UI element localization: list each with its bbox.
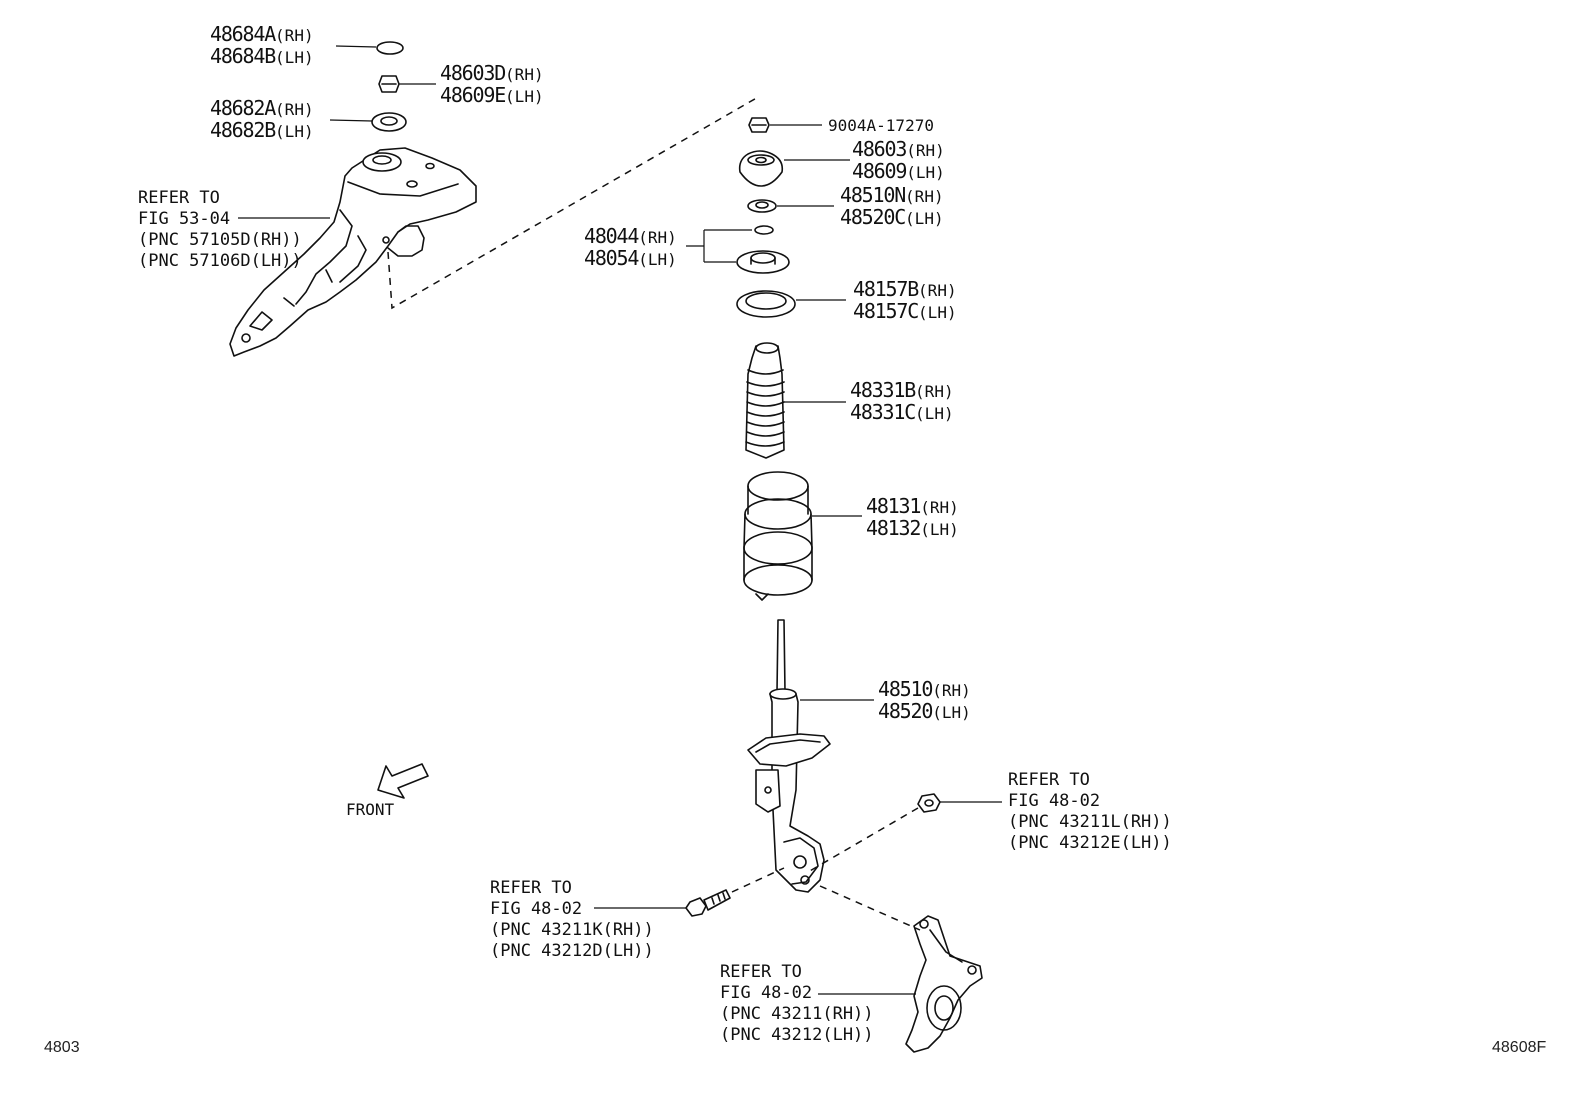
shock-absorber-48510[interactable]: [747, 619, 831, 893]
label-48510n: 48510N(RH)48520C(LH): [840, 183, 944, 229]
label-48044: 48044(RH)48054(LH): [584, 224, 677, 270]
label-48131: 48131(RH)48132(LH): [866, 494, 959, 540]
label-48331: 48331B(RH)48331C(LH): [850, 378, 954, 424]
nut-48603d[interactable]: [378, 75, 400, 93]
nut-9004a[interactable]: [748, 117, 770, 133]
label-48510: 48510(RH)48520(LH): [878, 677, 971, 723]
insulator-48157[interactable]: [736, 290, 796, 318]
seat-48044[interactable]: [736, 250, 790, 274]
illustration-id: 48608F: [1492, 1039, 1547, 1056]
label-48603d: 48603D(RH)48609E(LH): [440, 61, 544, 107]
front-label: FRONT: [346, 800, 395, 819]
front-arrow-icon: [377, 763, 429, 799]
body-apron-57105d[interactable]: [229, 147, 477, 357]
mount-48603[interactable]: [738, 150, 784, 187]
bolt-43211k[interactable]: [685, 889, 731, 917]
bearing-48044-small[interactable]: [754, 225, 774, 235]
label-48157: 48157B(RH)48157C(LH): [853, 277, 957, 323]
figure-number: 4803: [44, 1039, 80, 1056]
bearing-48682[interactable]: [371, 112, 407, 132]
coil-spring-48131[interactable]: [743, 471, 813, 601]
bellow-48331[interactable]: [745, 342, 785, 459]
steering-knuckle-43211[interactable]: [905, 915, 983, 1053]
label-48682: 48682A(RH)48682B(LH): [210, 96, 314, 142]
label-48684: 48684A(RH)48684B(LH): [210, 22, 314, 68]
label-48603: 48603(RH)48609(LH): [852, 137, 945, 183]
nut-43211l[interactable]: [917, 793, 941, 813]
washer-48510n[interactable]: [747, 199, 777, 213]
label-9004a: 9004A-17270: [828, 116, 934, 135]
cap-48684[interactable]: [376, 41, 404, 55]
